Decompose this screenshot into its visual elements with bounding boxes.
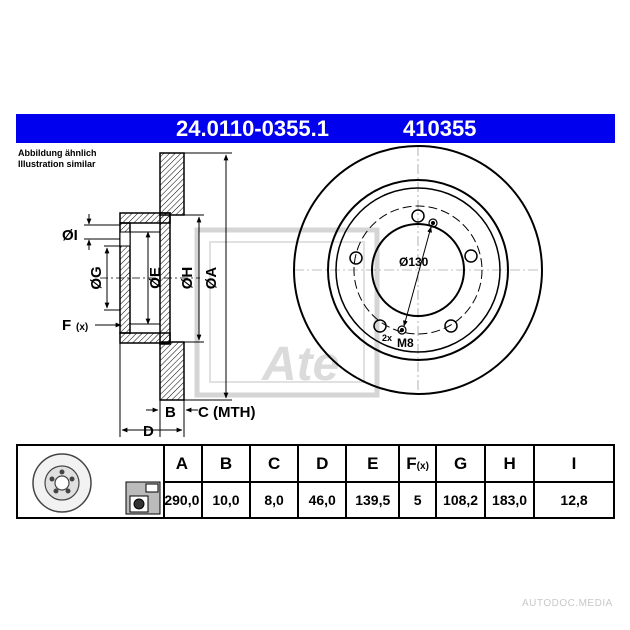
dimension-table: A B C D E F(x) G H I 290,0 10,0 8,0 46,0…	[163, 446, 613, 517]
part-number: 24.0110-0355.1	[176, 116, 329, 141]
col-header-f-sub: (x)	[416, 460, 429, 472]
label-thread-count: 2x	[382, 333, 392, 343]
value-h: 183,0	[484, 482, 535, 517]
ate-logo-text: Ate	[261, 338, 339, 391]
label-c: C (MTH)	[198, 404, 255, 421]
col-header-f: F(x)	[398, 446, 437, 483]
ate-logo-watermark: Ate	[194, 227, 380, 398]
spec-table: A B C D E F(x) G H I 290,0 10,0 8,0 46,0…	[16, 444, 615, 519]
label-dim-a: ØA	[203, 267, 220, 290]
col-header-f-letter: F	[406, 453, 417, 473]
label-dim-h: ØH	[179, 267, 196, 290]
bolt-holes	[349, 209, 478, 333]
disc-thumbnail-icon	[32, 453, 92, 513]
label-d: D	[143, 423, 154, 440]
part-header: 24.0110-0355.1 410355	[16, 114, 615, 143]
side-section-view	[100, 152, 200, 401]
col-header-g: G	[435, 446, 486, 483]
col-header-c: C	[249, 446, 298, 483]
note-en: Illustration similar	[18, 159, 96, 169]
col-header-d: D	[296, 446, 347, 483]
caliper-thumbnail-icon	[125, 481, 161, 515]
value-c: 8,0	[249, 482, 298, 517]
thumbnail-area	[18, 446, 165, 517]
col-header-h: H	[484, 446, 535, 483]
note-de: Abbildung ähnlich	[18, 148, 97, 158]
value-d: 46,0	[296, 482, 347, 517]
col-header-e: E	[345, 446, 400, 483]
label-bolt-circle: Ø130	[399, 255, 429, 269]
value-f: 5	[398, 482, 437, 517]
dimension-lines	[84, 152, 232, 437]
value-b: 10,0	[200, 482, 251, 517]
value-g: 108,2	[435, 482, 486, 517]
col-header-i: I	[533, 446, 613, 483]
label-dim-e: ØE	[147, 267, 164, 289]
label-b: B	[165, 404, 176, 421]
front-view	[293, 145, 543, 395]
value-e: 139,5	[345, 482, 400, 517]
col-header-a: A	[163, 446, 202, 483]
label-f: F	[62, 317, 71, 334]
ate-code: 410355	[403, 116, 477, 141]
value-i: 12,8	[533, 482, 613, 517]
label-dim-i: ØI	[62, 227, 78, 244]
col-header-b: B	[200, 446, 251, 483]
label-dim-g: ØG	[88, 266, 105, 289]
watermark: AUTODOC.MEDIA	[522, 598, 613, 609]
value-a: 290,0	[164, 492, 200, 508]
label-f-sub: (x)	[76, 322, 88, 333]
label-thread: M8	[397, 336, 414, 350]
